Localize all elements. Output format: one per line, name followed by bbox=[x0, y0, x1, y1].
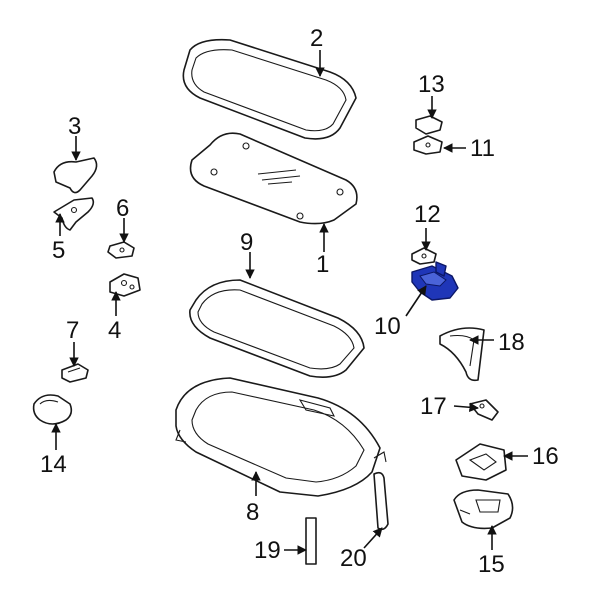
leader-10 bbox=[405, 285, 427, 317]
callout-1: 1 bbox=[316, 251, 329, 278]
callout-7: 7 bbox=[66, 317, 79, 344]
callout-4: 4 bbox=[108, 317, 121, 344]
part-13-pad bbox=[415, 115, 443, 135]
callout-18: 18 bbox=[498, 329, 525, 356]
callout-16: 16 bbox=[532, 443, 559, 470]
callout-20: 20 bbox=[340, 545, 367, 572]
part-15-motor bbox=[453, 489, 514, 530]
part-19-seal-strip bbox=[305, 517, 317, 565]
part-10-highlighted-bracket bbox=[411, 261, 459, 301]
callout-13: 13 bbox=[418, 71, 445, 98]
part-11-pad bbox=[413, 135, 443, 155]
part-18-guide bbox=[439, 327, 485, 382]
callout-2: 2 bbox=[310, 25, 323, 52]
callout-3: 3 bbox=[68, 113, 81, 140]
part-20-drain-tube bbox=[373, 471, 389, 531]
part-9-frame-seal bbox=[189, 279, 365, 378]
part-4-clip bbox=[109, 273, 141, 297]
callout-labels: 2 1 9 8 3 5 6 4 7 14 13 11 12 10 18 17 1… bbox=[40, 25, 559, 578]
callout-11: 11 bbox=[470, 135, 495, 162]
part-12-clip bbox=[411, 247, 437, 265]
part-2-glass-seal bbox=[182, 38, 357, 140]
callout-12: 12 bbox=[414, 201, 441, 228]
leader-lines bbox=[51, 50, 528, 555]
part-17-link bbox=[469, 399, 499, 421]
callout-6: 6 bbox=[116, 195, 129, 222]
part-16-bracket bbox=[455, 443, 507, 481]
part-3-bracket bbox=[53, 157, 98, 194]
callout-5: 5 bbox=[52, 237, 65, 264]
callout-15: 15 bbox=[478, 551, 505, 578]
leader-20 bbox=[363, 527, 383, 549]
part-1-glass-panel bbox=[189, 132, 358, 225]
callout-8: 8 bbox=[246, 499, 259, 526]
callout-14: 14 bbox=[40, 451, 67, 478]
callout-19: 19 bbox=[254, 537, 281, 564]
part-7-clip bbox=[61, 363, 89, 383]
part-14-cover bbox=[32, 394, 73, 425]
callout-17: 17 bbox=[420, 393, 447, 420]
part-6-clip bbox=[107, 241, 135, 259]
leader-17 bbox=[453, 402, 479, 413]
callout-10: 10 bbox=[374, 313, 401, 340]
callout-9: 9 bbox=[240, 229, 253, 256]
part-8-sunroof-frame bbox=[175, 377, 387, 497]
